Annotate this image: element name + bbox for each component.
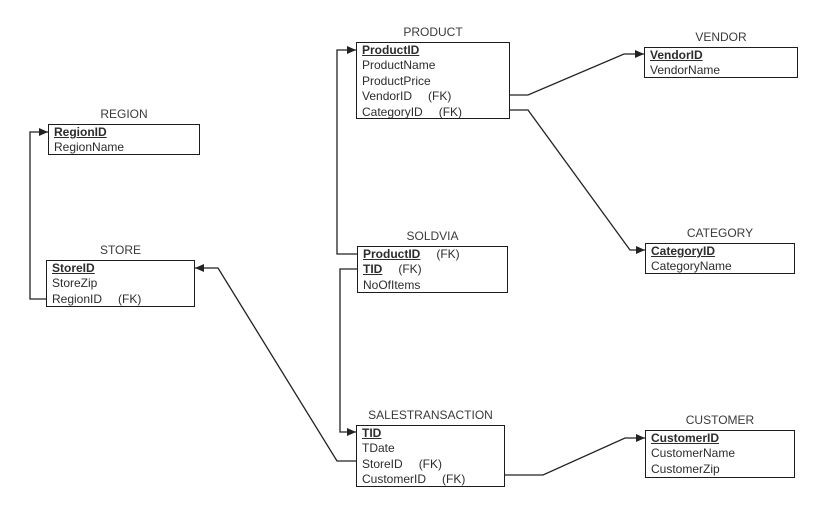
attribute-row-store-storeid: StoreID bbox=[47, 261, 194, 276]
foreign-key-label: (FK) bbox=[398, 262, 422, 277]
attribute-row-category-categoryname: CategoryName bbox=[646, 259, 794, 274]
attribute-row-salestransaction-customerid: CustomerID (FK) bbox=[357, 472, 504, 487]
attribute-name: StoreID bbox=[362, 456, 403, 471]
attribute-name: ProductPrice bbox=[362, 73, 431, 88]
attribute-name: CategoryName bbox=[651, 259, 732, 274]
entity-title-region: REGION bbox=[100, 107, 148, 121]
attribute-row-customer-customerzip: CustomerZip bbox=[646, 462, 794, 477]
attribute-row-vendor-vendorname: VendorName bbox=[645, 63, 797, 78]
attribute-row-product-vendorid: VendorID (FK) bbox=[357, 89, 509, 104]
attribute-row-product-categoryid: CategoryID (FK) bbox=[357, 104, 509, 119]
attribute-row-region-regionname: RegionName bbox=[49, 140, 199, 155]
attribute-name: CustomerID bbox=[362, 472, 427, 487]
attribute-name: ProductName bbox=[362, 58, 436, 73]
attribute-name: VendorID bbox=[362, 89, 413, 104]
attribute-row-customer-customerid: CustomerID bbox=[646, 431, 794, 446]
primary-key-attribute: RegionID bbox=[54, 125, 107, 139]
foreign-key-label: (FK) bbox=[436, 247, 460, 261]
attribute-name: StoreZip bbox=[52, 276, 98, 291]
connector-salestransaction-store bbox=[195, 264, 356, 462]
attribute-name: CustomerZip bbox=[651, 461, 720, 476]
foreign-key-label: (FK) bbox=[442, 472, 466, 487]
connector-product-category bbox=[510, 109, 645, 254]
foreign-key-label: (FK) bbox=[418, 456, 443, 471]
attribute-row-product-productid: ProductID bbox=[357, 43, 509, 58]
entity-title-product: PRODUCT bbox=[403, 25, 463, 39]
attribute-row-region-regionid: RegionID bbox=[49, 125, 199, 140]
attribute-row-vendor-vendorid: VendorID bbox=[645, 48, 797, 63]
attribute-row-store-regionid: RegionID (FK) bbox=[47, 291, 194, 306]
connector-salestransaction-customer bbox=[505, 434, 645, 476]
attribute-row-salestransaction-tid: TID bbox=[357, 426, 504, 441]
primary-key-attribute: TID bbox=[363, 262, 383, 277]
primary-key-attribute: CategoryID bbox=[651, 244, 716, 258]
primary-key-attribute: CustomerID bbox=[651, 431, 720, 445]
entity-title-store: STORE bbox=[99, 243, 142, 257]
attribute-name: RegionName bbox=[54, 140, 125, 155]
primary-key-attribute: ProductID bbox=[363, 247, 421, 261]
attribute-name: RegionID bbox=[52, 291, 103, 306]
attribute-name: TDate bbox=[362, 441, 395, 456]
entity-title-soldvia: SOLDVIA bbox=[406, 229, 459, 243]
attribute-name: CustomerName bbox=[651, 446, 736, 461]
attribute-row-customer-customername: CustomerName bbox=[646, 446, 794, 461]
foreign-key-label: (FK) bbox=[118, 291, 142, 306]
entity-box-soldvia: ProductID(FK)TID(FK)NoOfItems bbox=[357, 246, 508, 293]
connector-soldvia-product bbox=[336, 46, 357, 255]
entity-title-salestransaction: SALESTRANSACTION bbox=[368, 408, 493, 422]
foreign-key-label: (FK) bbox=[428, 89, 452, 104]
attribute-row-store-storezip: StoreZip bbox=[47, 276, 194, 291]
foreign-key-label: (FK) bbox=[438, 104, 463, 119]
primary-key-attribute: StoreID bbox=[52, 261, 95, 275]
attribute-name: NoOfItems bbox=[363, 277, 421, 292]
attribute-name: VendorName bbox=[650, 63, 721, 78]
primary-key-attribute: TID bbox=[362, 426, 382, 440]
attribute-row-product-productprice: ProductPrice bbox=[357, 74, 509, 89]
connector-product-vendor bbox=[510, 50, 644, 96]
attribute-row-salestransaction-storeid: StoreID (FK) bbox=[357, 457, 504, 472]
entity-title-category: CATEGORY bbox=[686, 226, 754, 240]
attribute-row-soldvia-noofitems: NoOfItems bbox=[358, 277, 507, 292]
entity-title-customer: CUSTOMER bbox=[685, 413, 755, 427]
primary-key-attribute: VendorID bbox=[650, 48, 703, 62]
attribute-name: CategoryID bbox=[362, 104, 423, 119]
attribute-row-salestransaction-tdate: TDate bbox=[357, 441, 504, 456]
attribute-row-soldvia-tid: TID (FK) bbox=[358, 262, 507, 277]
entity-title-vendor: VENDOR bbox=[695, 30, 747, 44]
attribute-row-soldvia-productid: ProductID (FK) bbox=[358, 247, 507, 262]
attribute-row-product-productname: ProductName bbox=[357, 58, 509, 73]
attribute-row-category-categoryid: CategoryID bbox=[646, 244, 794, 259]
primary-key-attribute: ProductID bbox=[362, 43, 420, 57]
